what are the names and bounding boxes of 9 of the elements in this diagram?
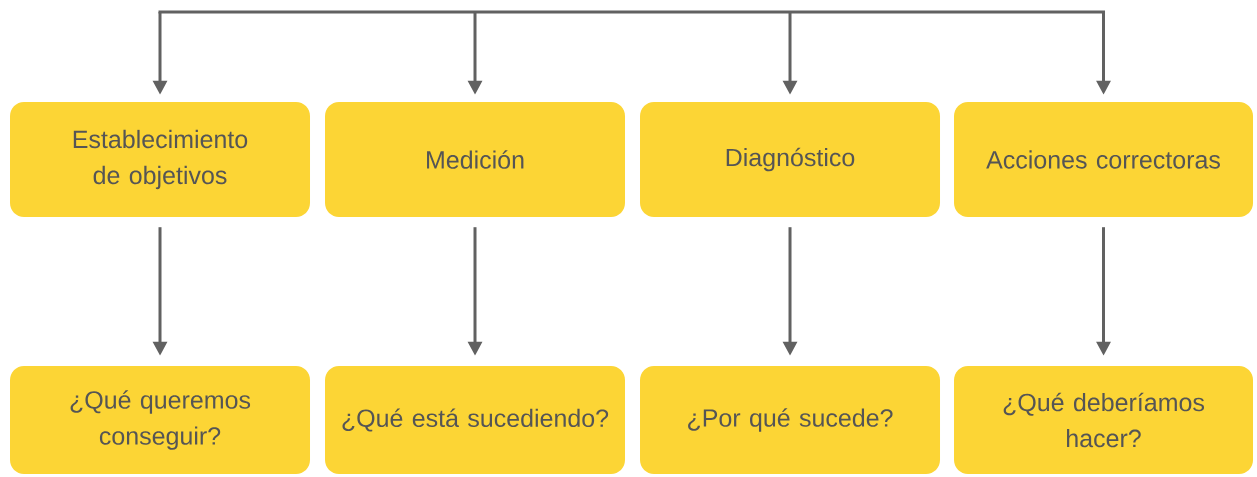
question-box: ¿Por qué sucede? [640,366,940,474]
question-box: ¿Qué está sucediendo? [325,366,625,474]
goal-box: Establecimiento de objetivos [10,102,310,217]
goal-box: Acciones correctoras [954,102,1253,217]
goal-box: Diagnóstico [640,102,940,217]
question-box: ¿Qué deberíamos hacer? [954,366,1253,474]
question-box: ¿Qué queremos conseguir? [10,366,310,474]
goal-box: Medición [325,102,625,217]
connector-line [158,10,1105,14]
